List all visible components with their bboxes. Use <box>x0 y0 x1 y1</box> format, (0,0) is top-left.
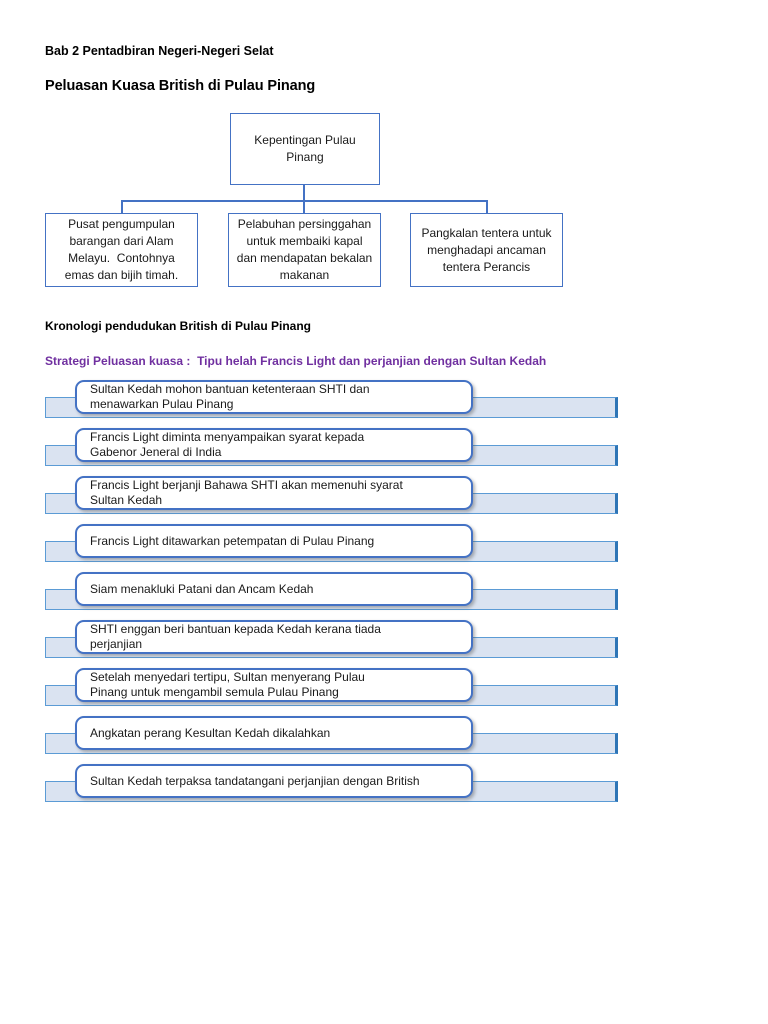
timeline-text: SHTI enggan beri bantuan kepada Kedah ke… <box>90 622 381 651</box>
timeline-item: Francis Light diminta menyampaikan syara… <box>45 428 618 476</box>
timeline-text: Francis Light berjanji Bahawa SHTI akan … <box>90 478 403 507</box>
timeline-text: Siam menakluki Patani dan Ancam Kedah <box>90 581 314 596</box>
timeline-box: SHTI enggan beri bantuan kepada Kedah ke… <box>75 620 473 654</box>
strategy-heading: Strategi Peluasan kuasa : Tipu helah Fra… <box>45 354 547 368</box>
timeline-box: Francis Light berjanji Bahawa SHTI akan … <box>75 476 473 510</box>
connector-line <box>303 185 305 213</box>
flowchart-child-label: Pusat pengumpulan barangan dari Alam Mel… <box>64 217 179 282</box>
timeline-text: Francis Light ditawarkan petempatan di P… <box>90 533 375 548</box>
timeline-item: Sultan Kedah mohon bantuan ketenteraan S… <box>45 380 618 428</box>
flowchart-root-box: Kepentingan Pulau Pinang <box>230 113 380 185</box>
connector-line <box>121 200 488 202</box>
flowchart-child-box-2: Pelabuhan persinggahan untuk membaiki ka… <box>228 213 381 287</box>
flowchart-root-label: Kepentingan Pulau Pinang <box>254 133 356 164</box>
timeline-item: Francis Light berjanji Bahawa SHTI akan … <box>45 476 618 524</box>
flowchart-child-box-1: Pusat pengumpulan barangan dari Alam Mel… <box>45 213 198 287</box>
timeline-text: Sultan Kedah mohon bantuan ketenteraan S… <box>90 382 370 411</box>
flowchart-child-box-3: Pangkalan tentera untuk menghadapi ancam… <box>410 213 563 287</box>
timeline-box: Francis Light ditawarkan petempatan di P… <box>75 524 473 558</box>
timeline-box: Francis Light diminta menyampaikan syara… <box>75 428 473 462</box>
timeline-text: Setelah menyedari tertipu, Sultan menyer… <box>90 670 365 699</box>
timeline-item: Siam menakluki Patani dan Ancam Kedah <box>45 572 618 620</box>
timeline-box: Setelah menyedari tertipu, Sultan menyer… <box>75 668 473 702</box>
timeline-item: SHTI enggan beri bantuan kepada Kedah ke… <box>45 620 618 668</box>
chapter-heading: Bab 2 Pentadbiran Negeri-Negeri Selat <box>45 44 274 58</box>
timeline-box: Sultan Kedah mohon bantuan ketenteraan S… <box>75 380 473 414</box>
timeline-item: Francis Light ditawarkan petempatan di P… <box>45 524 618 572</box>
page-title: Peluasan Kuasa British di Pulau Pinang <box>45 78 316 94</box>
timeline-item: Setelah menyedari tertipu, Sultan menyer… <box>45 668 618 716</box>
connector-line <box>121 200 123 213</box>
timeline-text: Sultan Kedah terpaksa tandatangani perja… <box>90 773 420 788</box>
section-heading: Kronologi pendudukan British di Pulau Pi… <box>45 319 311 333</box>
importance-flowchart: Kepentingan Pulau Pinang Pusat pengumpul… <box>45 113 563 289</box>
timeline-item: Sultan Kedah terpaksa tandatangani perja… <box>45 764 618 812</box>
timeline-box: Siam menakluki Patani dan Ancam Kedah <box>75 572 473 606</box>
timeline-text: Angkatan perang Kesultan Kedah dikalahka… <box>90 725 331 740</box>
timeline-item: Angkatan perang Kesultan Kedah dikalahka… <box>45 716 618 764</box>
connector-line <box>486 200 488 213</box>
flowchart-child-label: Pangkalan tentera untuk menghadapi ancam… <box>421 225 552 274</box>
timeline: Sultan Kedah mohon bantuan ketenteraan S… <box>45 380 618 812</box>
flowchart-child-label: Pelabuhan persinggahan untuk membaiki ka… <box>236 217 373 282</box>
timeline-box: Sultan Kedah terpaksa tandatangani perja… <box>75 764 473 798</box>
timeline-box: Angkatan perang Kesultan Kedah dikalahka… <box>75 716 473 750</box>
timeline-text: Francis Light diminta menyampaikan syara… <box>90 430 365 459</box>
